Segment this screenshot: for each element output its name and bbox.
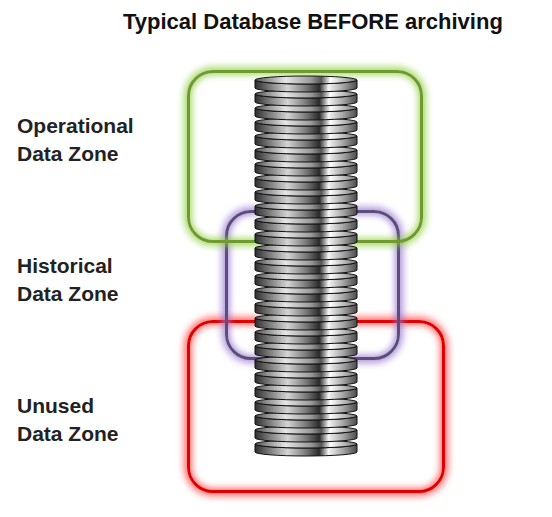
zone-label: Unused Data Zone [17, 392, 139, 448]
diagram-title: Typical Database BEFORE archiving [123, 9, 503, 35]
zone-label: Historical Data Zone [17, 252, 139, 308]
zone-label: Operational Data Zone [17, 112, 139, 168]
